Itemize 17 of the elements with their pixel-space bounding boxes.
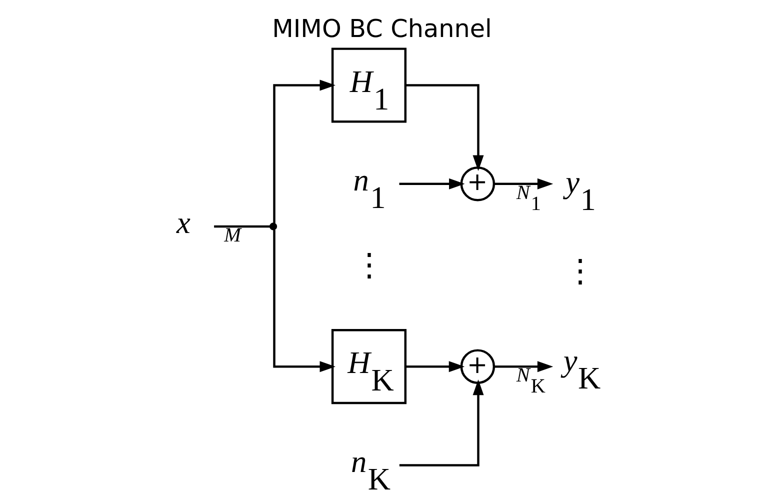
arrow — [494, 178, 553, 190]
arrow — [398, 178, 464, 190]
arrow — [398, 379, 484, 466]
node-circle: + — [460, 349, 495, 384]
arrow — [272, 80, 335, 223]
label: ⋮ — [352, 248, 384, 283]
node-circle — [269, 222, 277, 230]
arrow — [494, 361, 553, 372]
arrow — [272, 230, 335, 372]
label: ⋮ — [564, 253, 596, 288]
node-text: x — [176, 205, 190, 240]
node-circle: + — [460, 166, 495, 202]
arrow — [404, 361, 464, 372]
connector — [214, 225, 270, 228]
edge-label: M — [224, 224, 240, 246]
diagram-title: MIMO BC Channel — [272, 14, 492, 44]
arrow — [405, 84, 484, 171]
